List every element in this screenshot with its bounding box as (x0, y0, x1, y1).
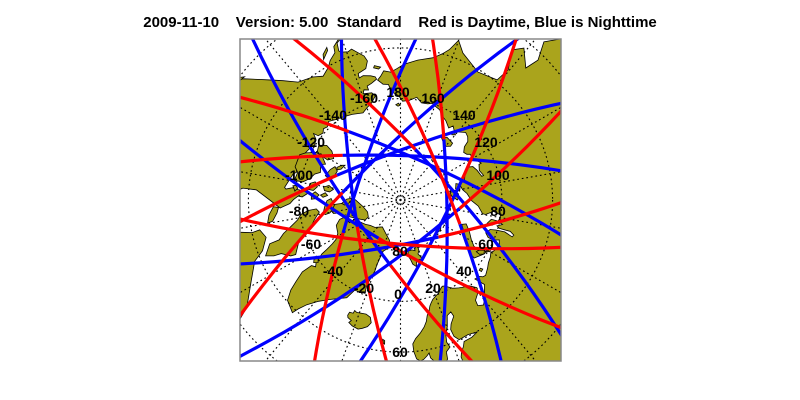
svg-text:20: 20 (425, 280, 441, 296)
svg-text:180: 180 (386, 84, 410, 100)
svg-text:80: 80 (392, 243, 408, 259)
svg-text:-160: -160 (350, 90, 378, 106)
svg-text:140: 140 (452, 107, 476, 123)
svg-text:80: 80 (490, 203, 506, 219)
svg-text:-120: -120 (297, 134, 325, 150)
svg-text:-140: -140 (319, 107, 347, 123)
svg-text:-60: -60 (301, 236, 321, 252)
svg-text:120: 120 (474, 134, 498, 150)
svg-text:160: 160 (421, 90, 445, 106)
svg-text:40: 40 (456, 263, 472, 279)
svg-text:-20: -20 (354, 280, 374, 296)
svg-text:60: 60 (478, 236, 494, 252)
svg-text:60: 60 (392, 344, 408, 360)
svg-text:100: 100 (486, 167, 510, 183)
svg-text:-100: -100 (285, 167, 313, 183)
svg-text:-40: -40 (323, 263, 343, 279)
svg-text:0: 0 (394, 286, 402, 302)
svg-text:-80: -80 (289, 203, 309, 219)
